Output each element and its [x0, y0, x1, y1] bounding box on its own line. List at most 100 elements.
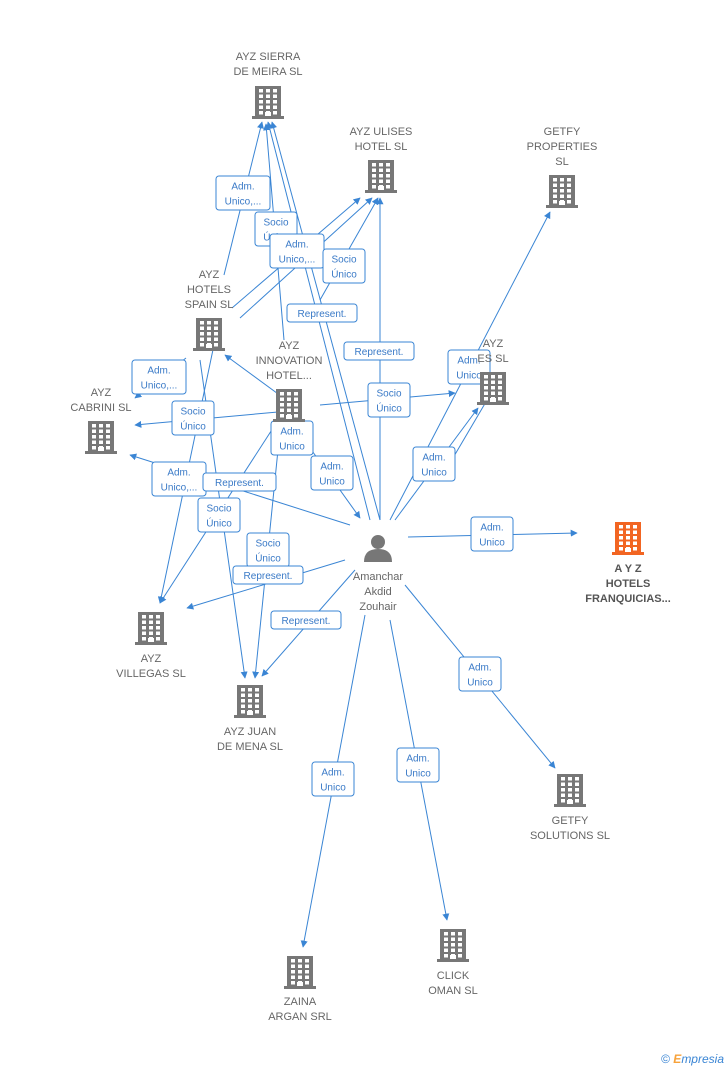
edge-label-box: [197, 497, 241, 533]
building-icon: [234, 685, 266, 718]
company-node[interactable]: A Y ZHOTELSFRANQUICIAS...: [585, 522, 671, 605]
node-label: HOTELS: [606, 578, 651, 590]
brand-logo[interactable]: Empresia: [673, 1052, 724, 1066]
edge-label[interactable]: Represent.: [202, 472, 277, 492]
node-label: SOLUTIONS SL: [530, 830, 610, 842]
node-label: ARGAN SRL: [268, 1011, 332, 1023]
edge-label-text: Socio: [255, 539, 280, 550]
edge-label-text: Unico,...: [161, 483, 198, 494]
company-node[interactable]: AYZ VILLEGAS SL: [116, 612, 186, 680]
node-label: AYZ: [483, 338, 504, 350]
edge-labels-layer: Adm.Unico,...SocioÚnicoAdm.Unico,...Soci…: [131, 175, 514, 797]
node-label: AYZ: [141, 653, 162, 665]
edge-label[interactable]: Adm.Unico,...: [151, 461, 207, 497]
edge-label-text: Unico: [319, 477, 345, 488]
node-label: CLICK: [437, 970, 470, 982]
edge-label-text: Unico: [405, 769, 431, 780]
edge-label[interactable]: Adm. Unico: [310, 455, 354, 491]
node-label: AYZ: [91, 387, 112, 399]
edge-label-text: Adm.: [147, 366, 170, 377]
edge-label-text: Adm.: [285, 240, 308, 251]
edge-label[interactable]: Represent.: [232, 565, 304, 585]
node-label: GETFY: [544, 126, 581, 138]
building-icon: [437, 929, 469, 962]
edge-label-box: [458, 656, 502, 692]
edge-label[interactable]: Represent.: [343, 341, 415, 361]
node-label: HOTEL...: [266, 370, 312, 382]
building-icon: [284, 956, 316, 989]
node-label: Zouhair: [359, 601, 397, 613]
edge-label[interactable]: Adm.Unico,...: [215, 175, 271, 211]
company-node[interactable]: AYZINNOVATIONHOTEL...: [256, 340, 323, 422]
edge-label[interactable]: Adm.Unico: [470, 516, 514, 552]
edge-label-box: [131, 359, 187, 395]
edge-label[interactable]: Adm. Unico,...: [131, 359, 187, 395]
edge-label[interactable]: Represent.: [286, 303, 358, 323]
building-icon: [477, 372, 509, 405]
edge-label[interactable]: Adm.Unico: [270, 420, 314, 456]
edge-label[interactable]: Adm. Unico: [396, 747, 440, 783]
copyright-notice: © Empresia: [661, 1052, 724, 1066]
edge-label-text: Unico: [421, 468, 447, 479]
edge-label[interactable]: Adm.Unico: [458, 656, 502, 692]
edge-label-text: Adm.: [406, 754, 429, 765]
edge-label-text: Adm.: [320, 462, 343, 473]
edge-label[interactable]: Adm.Unico: [447, 349, 491, 385]
copyright-symbol: ©: [661, 1052, 670, 1066]
edge-label-text: Represent.: [355, 347, 404, 358]
edge-label-text: Socio: [180, 407, 205, 418]
edge-label-text: Unico,...: [141, 381, 178, 392]
brand-initial: E: [673, 1052, 682, 1066]
edge-label-text: Socio: [206, 504, 231, 515]
company-node[interactable]: AYZ ES SL: [477, 338, 509, 405]
edge-label-text: Socio: [331, 255, 356, 266]
node-label: VILLEGAS SL: [116, 668, 186, 680]
edge-label-box: [311, 761, 355, 797]
edge-label-text: Adm.: [457, 356, 480, 367]
edge-label[interactable]: Adm.Unico: [311, 761, 355, 797]
edge-label-text: Único: [331, 268, 357, 281]
edge-label-box: [215, 175, 271, 211]
edge-label-text: Represent.: [282, 616, 331, 627]
edge-label-text: Unico: [479, 538, 505, 549]
building-icon: [546, 175, 578, 208]
edge-label-text: Único: [255, 552, 281, 565]
edge-label-box: [322, 248, 366, 284]
node-label: SPAIN SL: [185, 299, 234, 311]
building-icon: [252, 86, 284, 119]
company-node[interactable]: AYZ CABRINI SL: [70, 387, 132, 454]
node-label: AYZ SIERRA: [236, 51, 301, 63]
edge-label-box: [171, 400, 215, 436]
node-label: DE MENA SL: [217, 741, 283, 753]
node-label: Akdid: [364, 586, 392, 598]
node-label: CABRINI SL: [70, 402, 131, 414]
edge-label-text: Adm.: [422, 453, 445, 464]
node-label: HOTELS: [187, 284, 231, 296]
building-icon: [612, 522, 644, 555]
edge-label-box: [270, 610, 342, 630]
edge-label-text: Unico,...: [279, 255, 316, 266]
person-icon: [364, 535, 392, 562]
edge-label-box: [286, 303, 358, 323]
node-label: ES SL: [477, 353, 508, 365]
node-label: INNOVATION: [256, 355, 323, 367]
edge-label[interactable]: Adm. Unico: [412, 446, 456, 482]
edge-label[interactable]: Represent.: [270, 610, 342, 630]
edge-label[interactable]: Adm. Unico,...: [269, 233, 325, 269]
